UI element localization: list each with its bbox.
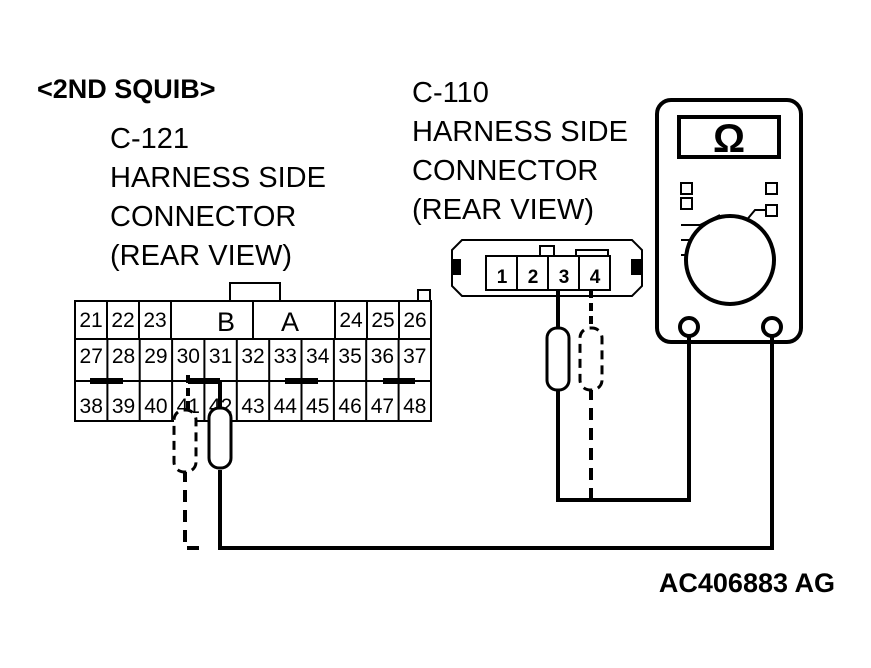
pin-label: 2 xyxy=(528,267,539,288)
pin-label: 45 xyxy=(306,395,329,418)
meter-jack-left xyxy=(678,316,700,338)
meter-display xyxy=(677,115,781,159)
probe-body xyxy=(172,408,198,474)
probe-body xyxy=(207,406,233,470)
meter-mode-indicator xyxy=(680,197,693,210)
dashed-lead xyxy=(183,470,205,550)
pin-label: 35 xyxy=(338,345,361,368)
pin-label: 24 xyxy=(339,309,363,332)
right-connector-line-1: HARNESS SIDE xyxy=(412,116,628,148)
right-connector-line-3: (REAR VIEW) xyxy=(412,194,594,226)
ohmmeter-icon xyxy=(655,98,803,344)
squib-pin-b: B xyxy=(217,307,235,337)
pin-label: 1 xyxy=(497,267,508,288)
left-connector-row-2: 27 28 29 30 31 32 33 34 35 36 37 xyxy=(80,345,427,368)
pin-label: 27 xyxy=(80,345,103,368)
right-connector-pins: 1 2 3 4 xyxy=(497,267,601,288)
diagram-title: <2ND SQUIB> xyxy=(37,74,216,104)
pin-label: 43 xyxy=(241,395,264,418)
left-connector-label: C-121 HARNESS SIDE CONNECTOR (REAR VIEW) xyxy=(110,123,326,272)
probe-body xyxy=(545,326,571,392)
pin-label: 23 xyxy=(143,309,166,332)
left-connector xyxy=(74,282,432,422)
left-connector-row-1: 21 22 23 B A 24 25 26 xyxy=(79,307,426,337)
pin-label: 34 xyxy=(306,345,330,368)
pin-label: 32 xyxy=(241,345,264,368)
pin-label: 48 xyxy=(403,395,426,418)
pin-label: 25 xyxy=(371,309,394,332)
meter-mode-indicator xyxy=(765,204,778,217)
pin-label: 3 xyxy=(559,267,570,288)
solid-lead xyxy=(218,336,774,550)
pin-label: 40 xyxy=(144,395,167,418)
pin-label: 29 xyxy=(144,345,167,368)
meter-mode-indicator xyxy=(765,182,778,195)
meter-selector-dial xyxy=(684,214,776,306)
pin-label: 31 xyxy=(209,345,232,368)
right-connector-key xyxy=(539,245,555,257)
right-connector xyxy=(451,239,643,297)
pin-label: 4 xyxy=(590,267,601,288)
pin-label: 28 xyxy=(112,345,135,368)
pin-label: 47 xyxy=(371,395,394,418)
pin-label: 46 xyxy=(338,395,361,418)
left-connector-line-1: HARNESS SIDE xyxy=(110,162,326,194)
test-leads xyxy=(183,336,774,550)
pin-label: 33 xyxy=(274,345,297,368)
pin-label: 22 xyxy=(111,309,134,332)
probes xyxy=(172,290,604,474)
solid-lead-c110 xyxy=(556,336,691,502)
left-connector-corner-tab xyxy=(417,289,431,302)
left-connector-lock-tab xyxy=(229,282,281,302)
left-connector-row-3: 3839404142434445464748 xyxy=(80,395,427,418)
meter-mode-indicator xyxy=(680,182,693,195)
probe-body xyxy=(578,326,604,392)
right-connector-clip-right xyxy=(631,259,641,275)
meter-jack-right xyxy=(761,316,783,338)
right-connector-clip-left xyxy=(451,259,461,275)
pin-label: 38 xyxy=(80,395,103,418)
figure-id: AC406883 AG xyxy=(659,568,835,598)
left-connector-line-2: CONNECTOR xyxy=(110,201,296,233)
pin-label: 26 xyxy=(403,309,426,332)
left-connector-code: C-121 xyxy=(110,123,189,155)
right-connector-line-2: CONNECTOR xyxy=(412,155,598,187)
pin-label: 44 xyxy=(274,395,298,418)
right-connector-label: C-110 HARNESS SIDE CONNECTOR (REAR VIEW) xyxy=(412,77,628,226)
pin-label: 39 xyxy=(112,395,135,418)
right-connector-code: C-110 xyxy=(412,77,489,109)
pin-label: 30 xyxy=(177,345,200,368)
squib-pin-a: A xyxy=(281,307,299,337)
ohm-symbol: Ω xyxy=(713,117,745,161)
pin-label: 36 xyxy=(371,345,394,368)
pin-label: 21 xyxy=(79,309,102,332)
pin-label: 37 xyxy=(403,345,426,368)
left-connector-line-3: (REAR VIEW) xyxy=(110,240,292,272)
